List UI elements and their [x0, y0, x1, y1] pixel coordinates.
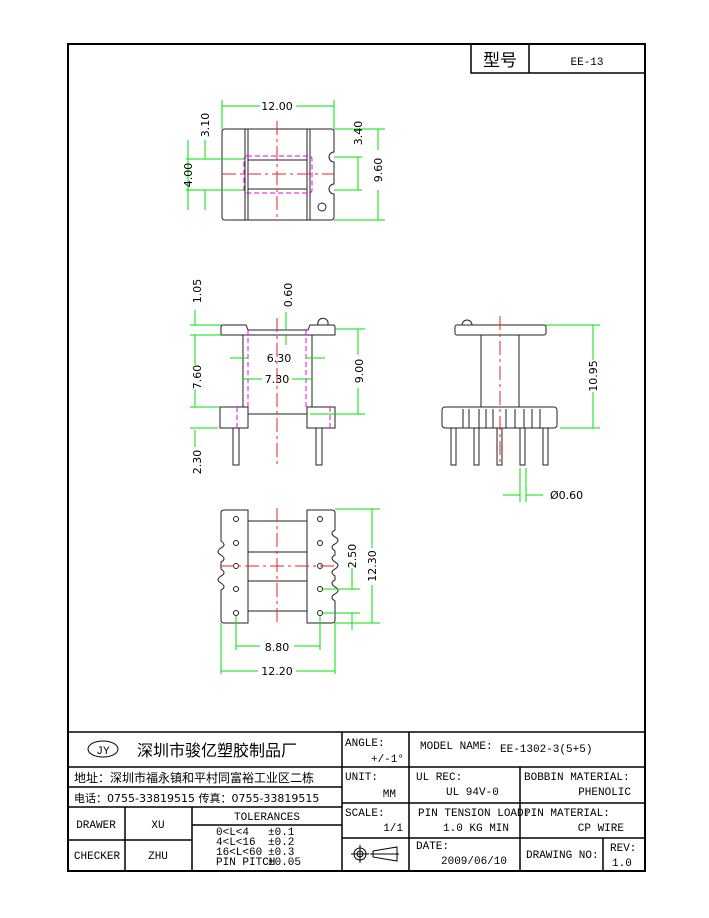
rev-value: 1.0 [612, 858, 632, 870]
tolerances-title: TOLERANCES [234, 812, 300, 824]
bobbin-material-label: BOBBIN MATERIAL: [524, 772, 630, 784]
phone-fax: 电话：0755-33819515 传真：0755-33819515 [74, 791, 319, 805]
svg-text:±0.1: ±0.1 [268, 827, 295, 839]
rev-label: REV: [610, 843, 636, 855]
type-value: EE-13 [570, 57, 603, 69]
dim-9-00: 9.00 [353, 359, 366, 384]
projection-symbol-icon [351, 845, 399, 863]
svg-text:±0.05: ±0.05 [268, 857, 301, 869]
side-view: 10.95 Ø0.60 [441, 316, 600, 502]
svg-text:±0.3: ±0.3 [268, 847, 294, 859]
tolerances-table: 0<L<4 ±0.1 4<L<16 ±0.2 16<L<60 ±0.3 PIN PIT… [216, 827, 301, 869]
dim-9-60: 9.60 [372, 158, 385, 183]
drawer-value: XU [151, 820, 164, 832]
dim-2-50: 2.50 [346, 544, 359, 569]
scale-value: 1/1 [383, 823, 403, 835]
scale-label: SCALE: [345, 808, 385, 820]
dim-6-30: 6.30 [267, 352, 292, 365]
pin-material-label: PIN MATERIAL: [524, 808, 610, 820]
checker-value: ZHU [148, 851, 168, 863]
dim-8-80: 8.80 [265, 641, 290, 654]
address: 地址：深圳市福永镇和平村同富裕工业区二栋 [74, 770, 314, 785]
ul-value: UL 94V-0 [446, 787, 499, 799]
dim-pin-diameter: Ø0.60 [550, 489, 583, 502]
drawing-frame [67, 43, 646, 872]
dim-3-40: 3.40 [352, 121, 365, 146]
svg-text:16<L<60: 16<L<60 [216, 847, 262, 859]
dim-12-20: 12.20 [261, 665, 293, 678]
bottom-view: 2.50 12.30 8.80 12.20 [217, 508, 380, 678]
company-logo [87, 740, 119, 758]
date-value: 2009/06/10 [441, 856, 507, 868]
dim-12-00: 12.00 [261, 100, 293, 113]
angle-label: ANGLE: [345, 738, 385, 750]
angle-value: +/-1° [371, 754, 404, 766]
type-box: 型号 EE-13 [470, 43, 646, 74]
title-block: JY 深圳市骏亿塑胶制品厂 地址：深圳市福永镇和平村同富裕工业区二栋 电话：07… [68, 731, 645, 871]
svg-text:PIN PITCH: PIN PITCH [216, 857, 275, 869]
front-view: 1.05 0.60 6.30 7.30 7.60 9.00 2.30 [190, 279, 366, 475]
unit-value: MM [383, 789, 396, 801]
dim-4-00: 4.00 [182, 163, 195, 188]
top-view: 12.00 3.10 4.00 3.40 9.60 [182, 100, 385, 221]
dim-7-60: 7.60 [191, 365, 204, 390]
logo-text: JY [96, 746, 110, 758]
pin-tension-value: 1.0 KG MIN [443, 823, 509, 835]
bobbin-material-value: PHENOLIC [578, 787, 631, 799]
dim-12-30: 12.30 [366, 550, 379, 582]
dim-0-60: 0.60 [282, 283, 295, 308]
ul-label: UL REC: [416, 772, 462, 784]
company-name: 深圳市骏亿塑胶制品厂 [137, 741, 297, 760]
dim-2-30: 2.30 [191, 450, 204, 475]
model-label: MODEL NAME: [420, 741, 493, 753]
svg-text:±0.2: ±0.2 [268, 837, 294, 849]
dim-7-30: 7.30 [265, 373, 290, 386]
svg-text:0<L<4: 0<L<4 [216, 827, 249, 839]
checker-label: CHECKER [74, 851, 121, 863]
svg-text:4<L<16: 4<L<16 [216, 837, 256, 849]
pin-tension-label: PIN TENSION LOAD: [418, 808, 530, 820]
model-value: EE-1302-3(5+5) [500, 744, 592, 756]
pin-material-value: CP WIRE [578, 823, 625, 835]
unit-label: UNIT: [345, 772, 378, 784]
date-label: DATE: [416, 841, 449, 853]
dim-10-95: 10.95 [587, 360, 600, 392]
dim-3-10: 3.10 [199, 113, 212, 138]
dim-1-05: 1.05 [191, 279, 204, 304]
type-label: 型号 [483, 51, 517, 71]
drawer-label: DRAWER [76, 820, 116, 832]
drawing-no-label: DRAWING NO: [526, 850, 599, 862]
